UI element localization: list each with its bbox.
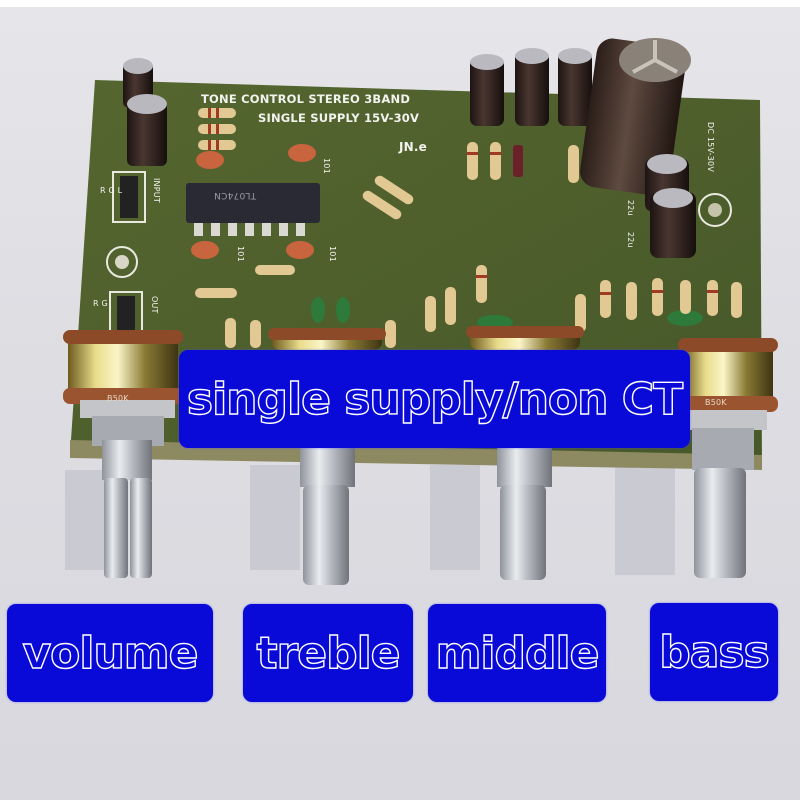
cap-value-label: 101 <box>236 246 245 262</box>
silkscreen-brand: JN.e <box>399 140 428 154</box>
treble-label-text: treble <box>256 627 401 679</box>
single-supply-banner: single supply/non CT <box>179 350 690 448</box>
output-pins-label: R G <box>93 299 108 308</box>
volume-label-text: volume <box>22 627 199 679</box>
cap-value-label: 22u <box>626 232 635 248</box>
bass-label-text: bass <box>659 626 771 678</box>
pot-marking: B50K <box>705 398 727 407</box>
cap-value-label: 101 <box>328 246 337 262</box>
middle-label-text: middle <box>435 627 600 679</box>
cap-value-label: 101 <box>322 158 331 174</box>
ic-marking: TL074CN <box>214 190 257 200</box>
silkscreen-title-line2: SINGLE SUPPLY 15V-30V <box>258 111 420 125</box>
input-pins-label: R G L <box>100 186 123 195</box>
volume-label: volume <box>7 604 213 702</box>
output-label: OUT <box>150 296 159 314</box>
bass-label: bass <box>650 603 778 701</box>
treble-label: treble <box>243 604 413 702</box>
silkscreen-title-line1: TONE CONTROL STEREO 3BAND <box>201 92 411 106</box>
pot-marking: B50K <box>107 394 129 403</box>
middle-label: middle <box>428 604 606 702</box>
input-label: INPUT <box>152 178 161 203</box>
top-white-strip <box>0 0 800 7</box>
power-label: DC 15V-30V <box>706 122 715 173</box>
cap-value-label: 22u <box>626 200 635 216</box>
banner-text: single supply/non CT <box>186 373 684 425</box>
